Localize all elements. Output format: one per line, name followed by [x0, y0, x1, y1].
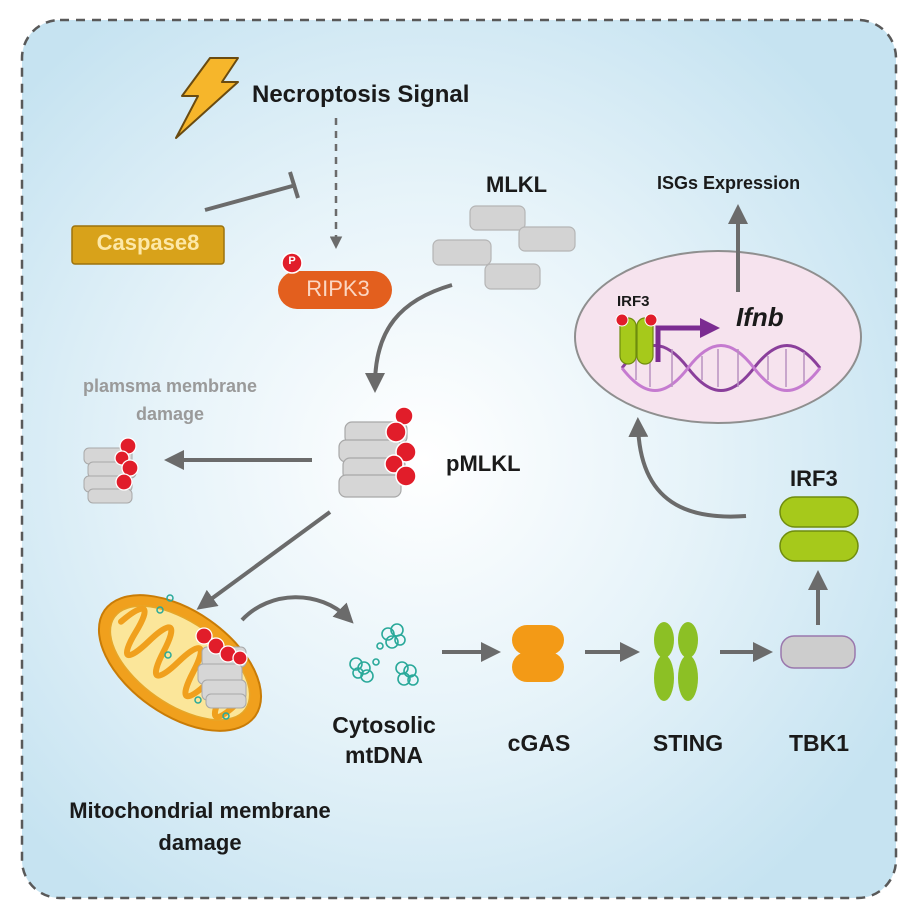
ripk3-phospho-icon: [281, 252, 303, 274]
ripk3-phospho-label: P: [288, 255, 296, 267]
isgs-expression-label: ISGs Expression: [657, 173, 801, 193]
lightning-bolt-icon: [175, 57, 239, 139]
irf3-bound-icon: [615, 313, 658, 365]
irf3-nucleus-label: IRF3: [617, 293, 650, 310]
nucleus: [574, 250, 862, 424]
cytosolic-label-line2: mtDNA: [345, 742, 423, 768]
irf3-dimer-icon: [779, 496, 859, 562]
mito-mtdna-fragments: [156, 594, 230, 720]
mtdna-clusters: [349, 623, 419, 686]
irf3-label: IRF3: [790, 466, 838, 491]
mlkl-to-pmlkl-arrow: [365, 283, 453, 393]
mlkl-monomers: [432, 205, 576, 290]
sting-icon: [654, 622, 698, 701]
pmlkl-label: pMLKL: [446, 451, 521, 476]
caspase8-label: Caspase8: [96, 230, 200, 255]
transcription-start-arrow: [655, 318, 720, 362]
cgas-icon: [512, 625, 564, 682]
ripk3-label: RIPK3: [306, 276, 370, 301]
ifnb-label: Ifnb: [736, 302, 784, 332]
tbk1-label: TBK1: [788, 730, 850, 756]
plasma-damage-label-line1: plamsma membrane: [82, 376, 258, 396]
pmlkl-oligomer: [338, 406, 417, 498]
dna-helix-icon: [620, 344, 822, 392]
mlkl-label: MLKL: [486, 172, 548, 197]
mito-damage-label-line2: damage: [158, 830, 242, 855]
caspase8-box: [71, 225, 225, 265]
cytosolic-label-line1: Cytosolic: [332, 712, 436, 738]
tbk1-icon: [780, 635, 856, 669]
mito-damage-label-line1: Mitochondrial membrane: [69, 798, 331, 823]
caspase8-inhibition-line: [204, 171, 300, 212]
sting-label: STING: [652, 730, 724, 756]
plasma-damage-label-line2: damage: [135, 404, 205, 424]
cgas-label: cGAS: [507, 730, 571, 756]
mito-to-mtdna-arrow: [240, 595, 354, 624]
mito-pmlkl: [195, 627, 248, 709]
irf3-to-nucleus-arrow: [628, 417, 747, 519]
plasma-membrane-pmlkl: [83, 437, 139, 504]
pmlkl-to-mito-arrow: [196, 510, 332, 610]
necroptosis-signal-label: Necroptosis Signal: [252, 81, 470, 108]
ripk3-pill: [278, 271, 392, 309]
